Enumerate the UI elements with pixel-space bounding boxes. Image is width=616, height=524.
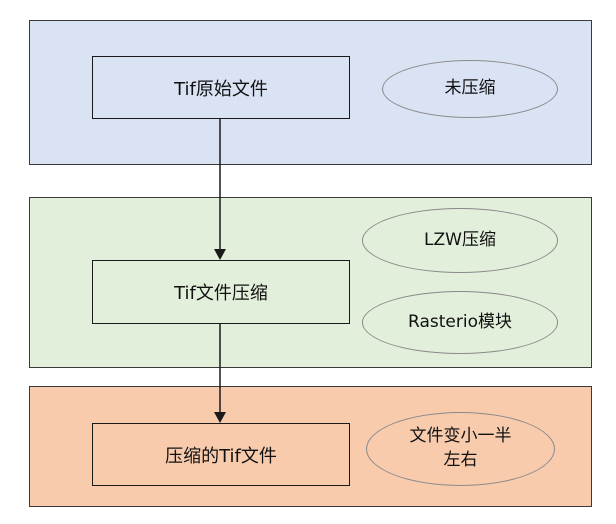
compressed-tif-box: 压缩的Tif文件	[92, 423, 350, 486]
arrow-2-head	[214, 412, 226, 423]
rasterio-note: Rasterio模块	[362, 291, 558, 354]
lzw-note: LZW压缩	[362, 208, 558, 273]
uncompressed-note: 未压缩	[382, 60, 558, 118]
lzw-note-label: LZW压缩	[424, 229, 496, 250]
original-tif-label: Tif原始文件	[174, 78, 268, 100]
original-tif-box: Tif原始文件	[92, 56, 350, 119]
compressed-tif-label: 压缩的Tif文件	[165, 445, 277, 467]
tif-compression-box: Tif文件压缩	[92, 260, 350, 324]
rasterio-note-label: Rasterio模块	[408, 311, 512, 332]
size-reduction-line-2: 左右	[443, 450, 478, 470]
arrow-1-head	[214, 249, 226, 260]
size-reduction-note: 文件变小一半 左右	[366, 412, 555, 486]
tif-compression-label: Tif文件压缩	[174, 283, 268, 304]
uncompressed-note-label: 未压缩	[444, 78, 496, 99]
size-reduction-line-1: 文件变小一半	[409, 426, 512, 447]
